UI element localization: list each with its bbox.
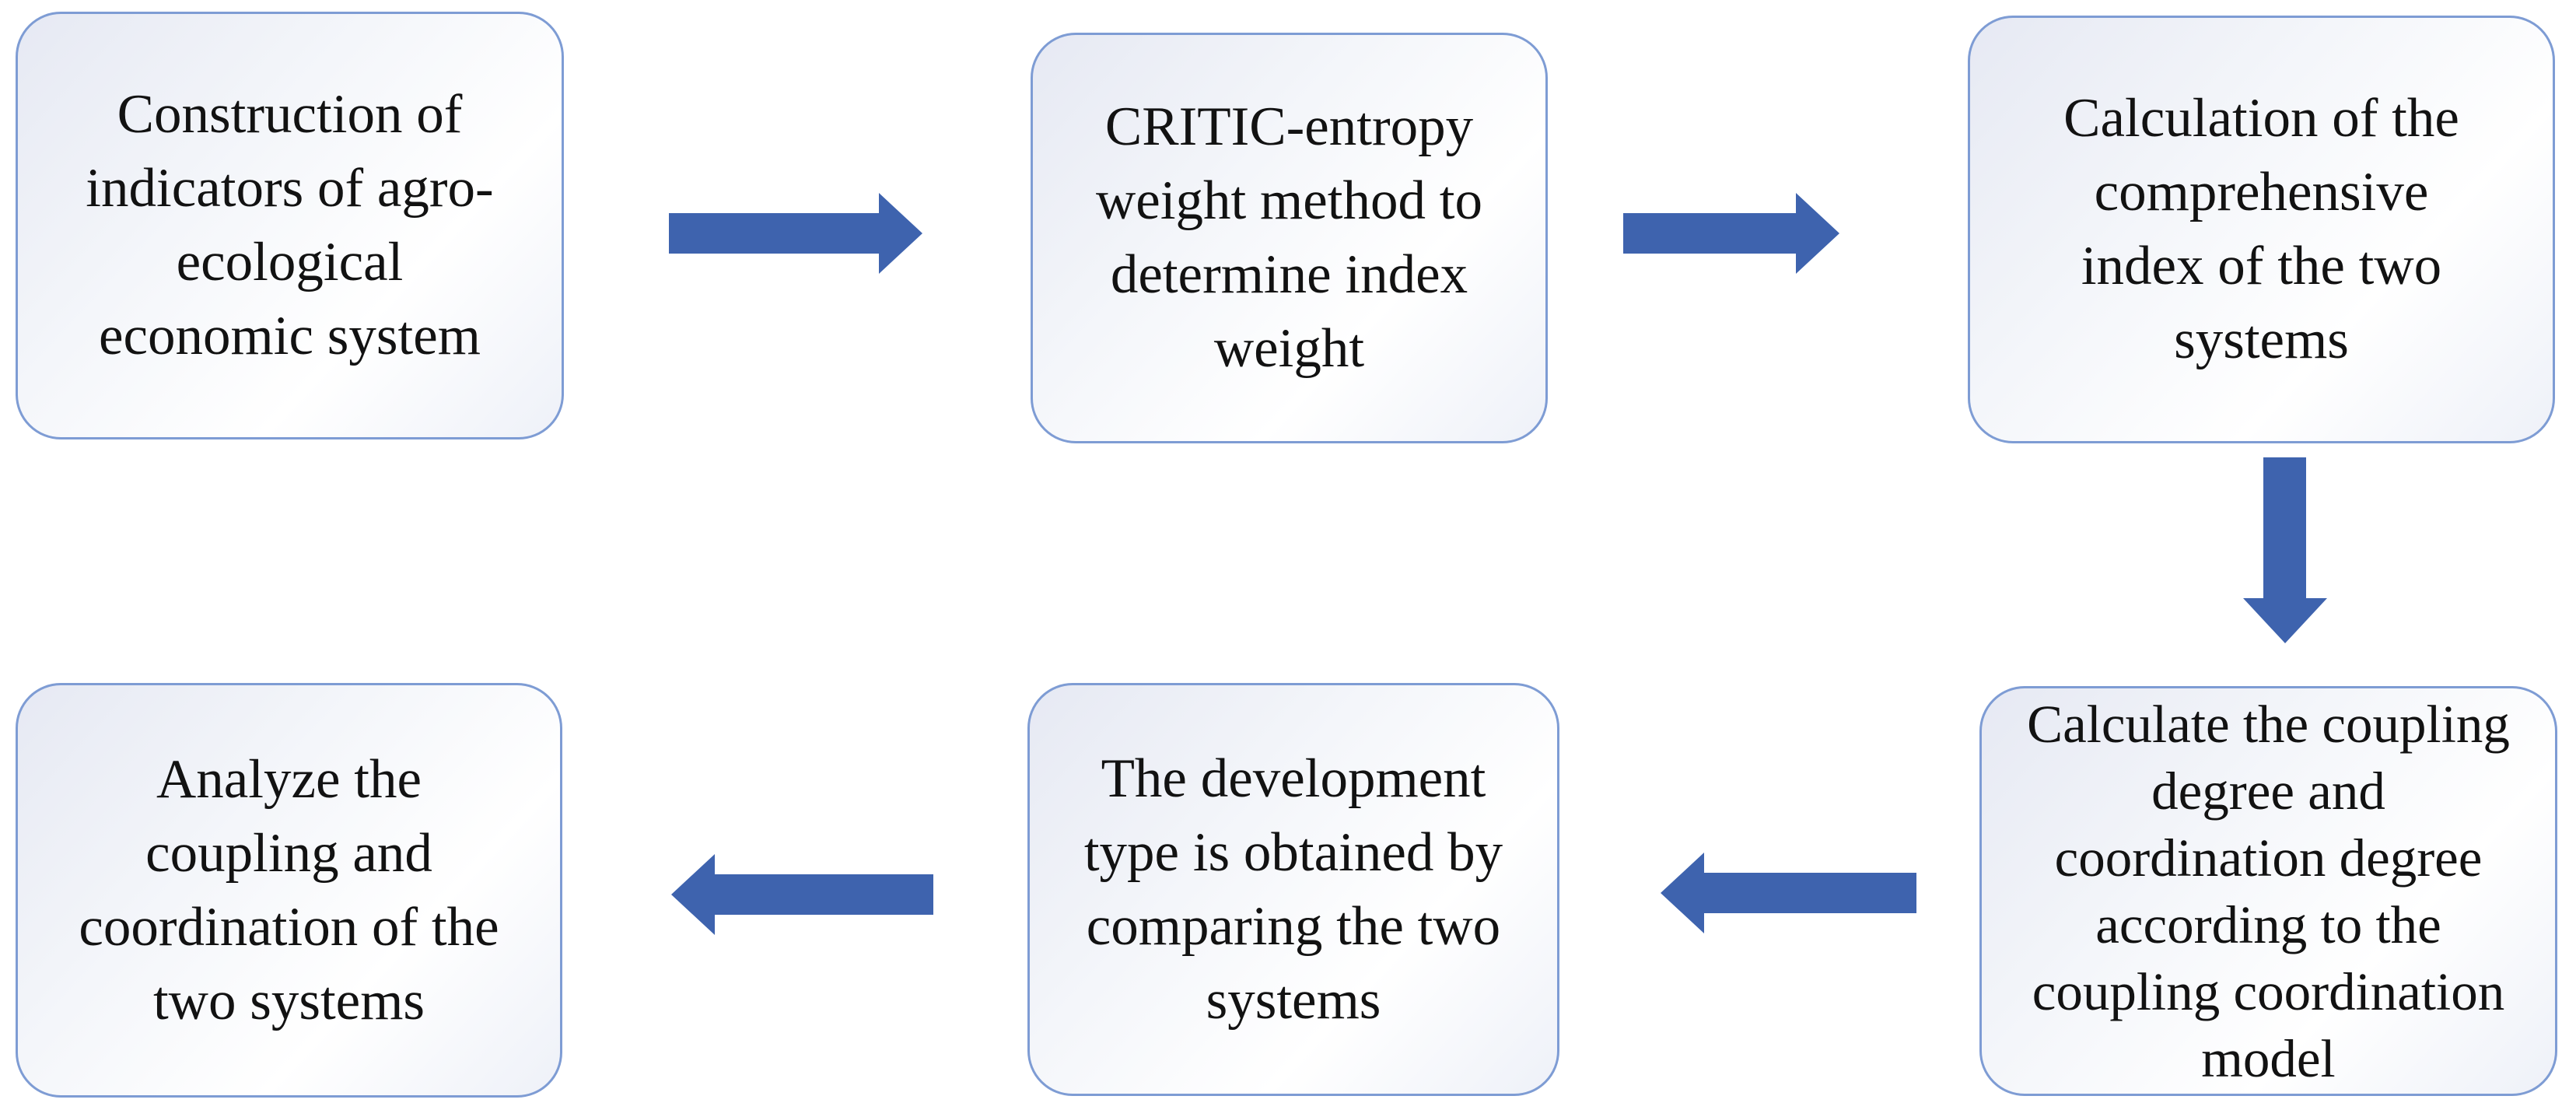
step-label-line: systems [1206,969,1381,1031]
step-label-line: determine index [1110,244,1468,305]
step-label: The development type is obtained by compar… [1084,742,1503,1038]
step-label-line: coupling and [145,822,432,884]
step-label-line: indicators of agro- [86,158,494,219]
step-label-line: systems [2174,310,2349,370]
step-label: Calculate the coupling degree and coordina… [2027,691,2510,1092]
step-label-line: two systems [152,970,425,1031]
step-label-line: The development [1101,748,1486,809]
step-label-line: Calculate the coupling [2027,694,2510,754]
flow-step-2-box: CRITIC-entropy weight method to determine … [1031,33,1548,443]
step-label-line: coordination degree [2054,828,2483,888]
step-label-line: Calculation of the [2063,88,2459,149]
step-label-line: CRITIC-entropy [1104,96,1474,157]
step-label-line: Analyze the [156,748,422,810]
step-label: CRITIC-entropy weight method to determine … [1096,90,1482,386]
step-label-line: index of the two [2081,236,2442,296]
flow-step-1-box: Construction of indicators of agro-ecolog… [16,12,564,439]
step-label-line: weight [1213,318,1365,379]
step-label-line: coordination of the [79,896,499,958]
step-label-line: comparing the two [1086,895,1501,957]
step-label-line: weight method to [1096,170,1482,231]
step-label: Analyze the coupling and coordination of t… [79,743,499,1038]
flow-step-6-box: Analyze the coupling and coordination of t… [16,683,562,1098]
flow-step-4-box: Calculate the coupling degree and coordina… [1979,686,2557,1096]
flow-step-3-box: Calculation of the comprehensive index of … [1968,16,2555,443]
flow-step-5-box: The development type is obtained by compar… [1027,683,1559,1096]
step-label-line: economic system [99,306,481,366]
step-label-line: degree and [2151,761,2385,821]
step-label-line: comprehensive [2094,162,2429,222]
step-label-line: type is obtained by [1083,821,1503,883]
step-label-line: Construction of [117,84,463,145]
step-label: Construction of indicators of agro-ecolog… [86,78,493,373]
step-label: Calculation of the comprehensive index of … [2063,82,2459,377]
step-label-line: model [2201,1028,2336,1088]
step-label-line: coupling coordination [2032,961,2505,1021]
step-label-line: according to the [2095,895,2441,954]
step-label-line: ecological [176,232,404,292]
